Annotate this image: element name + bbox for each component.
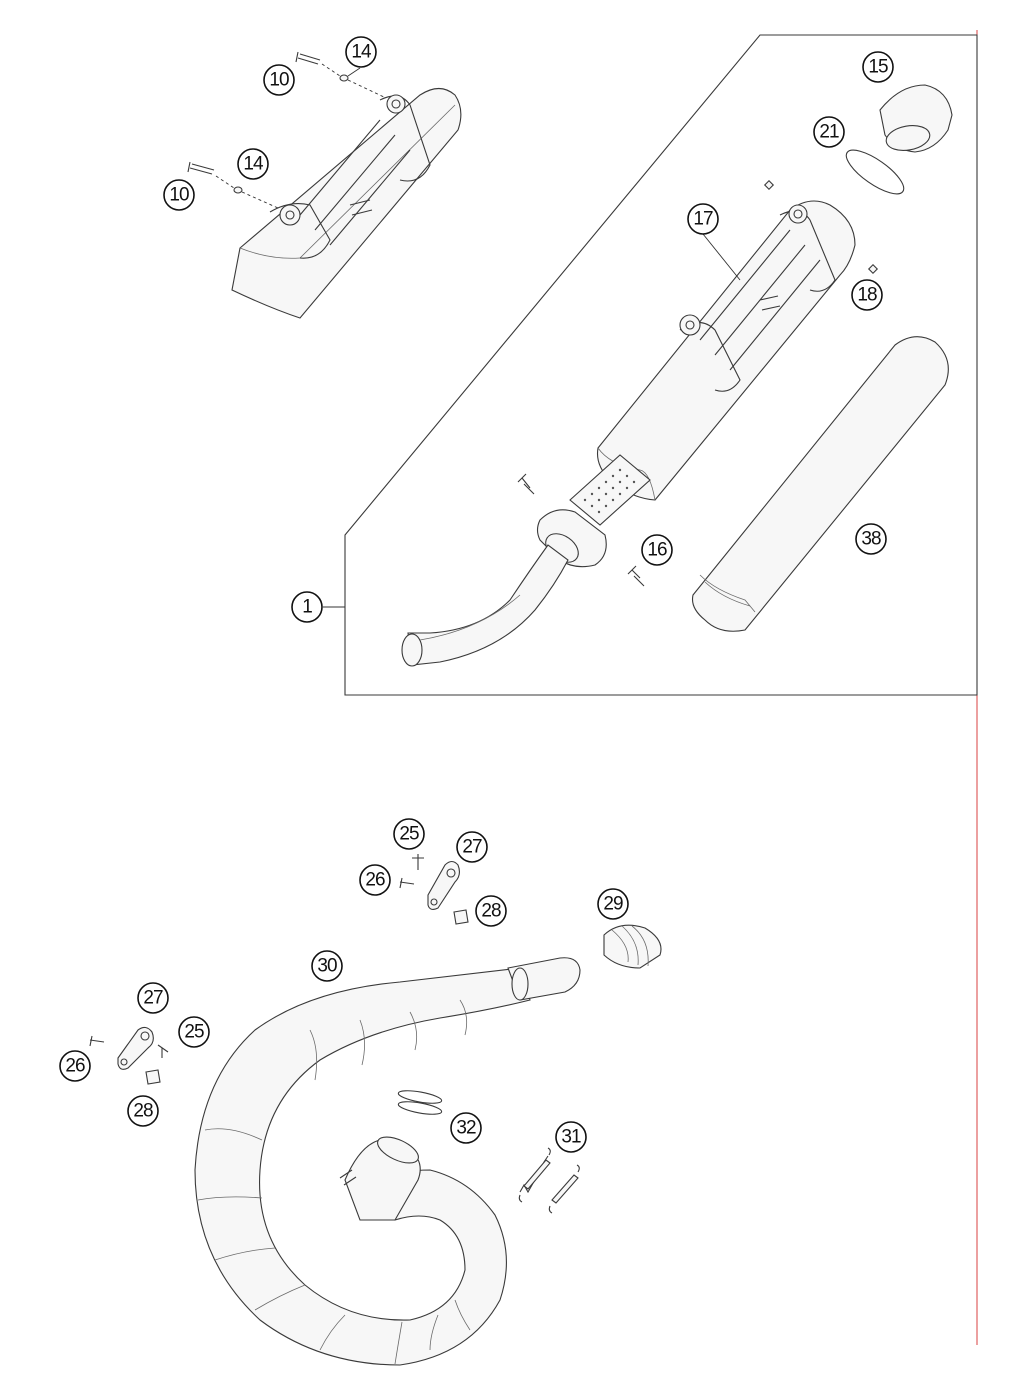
bracket-group-lower <box>89 1026 169 1085</box>
header-pipe <box>194 957 581 1366</box>
svg-text:27: 27 <box>143 988 163 1009</box>
svg-text:29: 29 <box>603 894 623 915</box>
svg-text:16: 16 <box>647 540 667 561</box>
svg-text:10: 10 <box>269 70 289 91</box>
svg-text:30: 30 <box>317 956 337 977</box>
header-seal-rings <box>397 1090 443 1115</box>
svg-text:26: 26 <box>365 870 385 891</box>
exhaust-springs <box>518 1147 580 1214</box>
callout-38: 38 <box>855 523 887 555</box>
callout-18: 18 <box>851 279 883 311</box>
svg-text:18: 18 <box>857 285 877 306</box>
callout-31: 31 <box>555 1121 587 1153</box>
assembly-frame <box>344 34 978 696</box>
callout-28b: 28 <box>127 1095 159 1127</box>
svg-text:26: 26 <box>65 1056 85 1077</box>
svg-text:38: 38 <box>861 529 881 550</box>
callout-17: 17 <box>687 203 719 235</box>
callout-16: 16 <box>641 534 673 566</box>
callout-28a: 28 <box>475 895 507 927</box>
bracket-group-upper <box>399 854 469 925</box>
svg-text:25: 25 <box>184 1022 204 1043</box>
svg-text:32: 32 <box>456 1118 476 1139</box>
callout-26b: 26 <box>59 1050 91 1082</box>
callout-10b: 10 <box>163 179 195 211</box>
perforation-pattern <box>583 468 636 514</box>
callout-25a: 25 <box>393 818 425 850</box>
callout-30: 30 <box>311 950 343 982</box>
silencer-assembly <box>401 84 953 667</box>
svg-text:28: 28 <box>481 901 501 922</box>
callout-32: 32 <box>450 1112 482 1144</box>
svg-text:1: 1 <box>302 597 312 618</box>
callout-15: 15 <box>862 51 894 83</box>
callout-27b: 27 <box>137 982 169 1014</box>
svg-text:25: 25 <box>399 824 419 845</box>
callout-14b: 14 <box>237 148 269 180</box>
svg-text:10: 10 <box>169 185 189 206</box>
leader-lines <box>323 67 741 608</box>
svg-text:14: 14 <box>351 42 372 63</box>
svg-text:21: 21 <box>819 122 839 143</box>
svg-text:15: 15 <box>868 57 888 78</box>
svg-text:17: 17 <box>693 209 713 230</box>
connector-sleeve <box>603 924 662 969</box>
callout-10a: 10 <box>263 64 295 96</box>
callout-25b: 25 <box>178 1016 210 1048</box>
callout-1: 1 <box>291 591 323 623</box>
callout-21: 21 <box>813 116 845 148</box>
callout-27a: 27 <box>456 831 488 863</box>
svg-text:14: 14 <box>243 154 264 175</box>
detail-muffler-mount <box>187 51 462 319</box>
callout-14a: 14 <box>345 36 377 68</box>
svg-text:27: 27 <box>462 837 482 858</box>
svg-text:31: 31 <box>561 1127 581 1148</box>
callout-26a: 26 <box>359 864 391 896</box>
callout-29: 29 <box>597 888 629 920</box>
svg-text:28: 28 <box>133 1101 153 1122</box>
